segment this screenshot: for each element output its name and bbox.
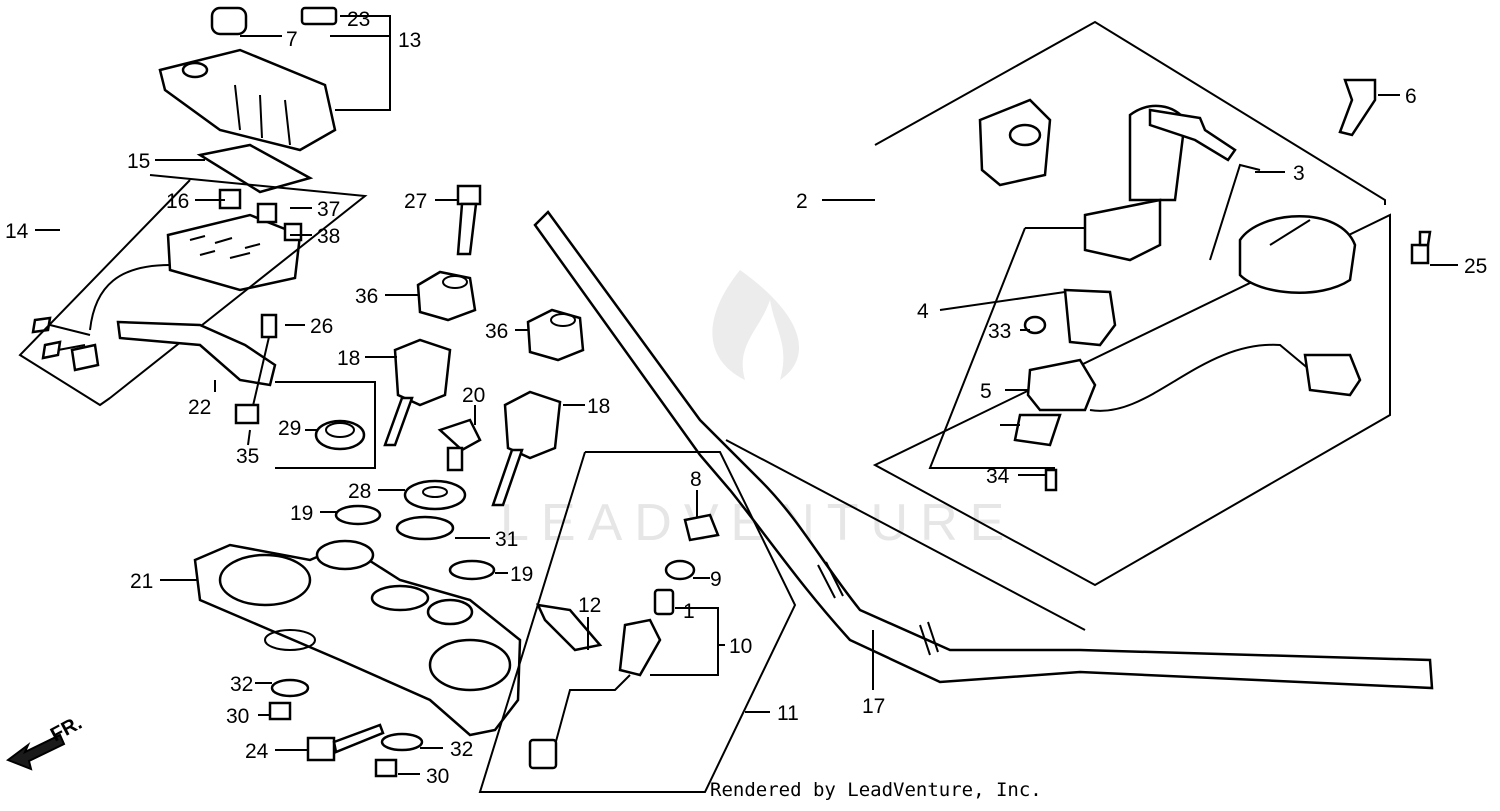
ignition-group — [872, 20, 1432, 587]
top-bridge — [193, 539, 522, 737]
callout-7: 7 — [286, 28, 298, 51]
callout-23: 23 — [347, 8, 370, 31]
group-29-outline — [275, 381, 376, 469]
callout-6: 6 — [1405, 85, 1417, 108]
callout-24: 24 — [245, 740, 269, 763]
callout-32a: 32 — [230, 673, 253, 696]
callout-19b: 19 — [510, 563, 533, 586]
callout-26: 26 — [310, 315, 333, 338]
callout-38: 38 — [317, 225, 340, 248]
callout-22: 22 — [188, 396, 211, 419]
washers-center — [334, 418, 496, 581]
callout-12: 12 — [578, 594, 601, 617]
callout-33: 33 — [988, 320, 1011, 343]
callout-13: 13 — [398, 29, 421, 52]
callout-11: 11 — [777, 702, 799, 725]
callout-28: 28 — [348, 480, 371, 503]
callout-15: 15 — [127, 150, 150, 173]
callout-8: 8 — [690, 468, 702, 491]
indicator-housing — [31, 188, 303, 372]
callout-30b: 30 — [426, 765, 449, 788]
callout-30a: 30 — [226, 705, 249, 728]
callout-31: 31 — [495, 528, 518, 551]
switch-group-11 — [478, 451, 797, 793]
callout-16: 16 — [166, 190, 189, 213]
callout-25: 25 — [1464, 255, 1487, 278]
callout-5: 5 — [980, 380, 992, 403]
front-arrow: FR. — [5, 712, 86, 771]
callout-3: 3 — [1293, 162, 1305, 185]
callout-4: 4 — [917, 300, 929, 323]
callout-9: 9 — [710, 568, 722, 591]
callout-35: 35 — [236, 445, 259, 468]
meter-bracket — [116, 313, 278, 425]
callout-10: 10 — [729, 635, 752, 658]
callout-36b: 36 — [485, 320, 508, 343]
callout-20: 20 — [462, 384, 485, 407]
callout-29: 29 — [278, 417, 301, 440]
callout-labels: 1 2 3 4 5 6 7 8 9 10 11 12 13 14 15 16 1… — [5, 8, 1487, 788]
callout-1: 1 — [683, 600, 695, 623]
gasket — [196, 143, 314, 194]
callout-21: 21 — [130, 570, 153, 593]
meter-cover-group — [158, 6, 338, 152]
callout-17: 17 — [862, 695, 885, 718]
callout-27: 27 — [404, 190, 427, 213]
callout-32b: 32 — [450, 738, 473, 761]
bottom-hardware — [268, 678, 424, 778]
bolt-27 — [456, 184, 482, 256]
handlebar-holders — [383, 270, 585, 507]
credit-text: Rendered by LeadVenture, Inc. — [710, 779, 1042, 801]
callout-14: 14 — [5, 220, 29, 243]
callout-19a: 19 — [290, 502, 313, 525]
callout-34: 34 — [986, 465, 1010, 488]
callout-18a: 18 — [337, 347, 360, 370]
callout-18b: 18 — [587, 395, 610, 418]
callout-36a: 36 — [355, 285, 378, 308]
group-14-outline — [18, 174, 368, 407]
leader-lines — [35, 15, 1458, 775]
callout-37: 37 — [317, 198, 340, 221]
callout-2: 2 — [796, 190, 808, 213]
